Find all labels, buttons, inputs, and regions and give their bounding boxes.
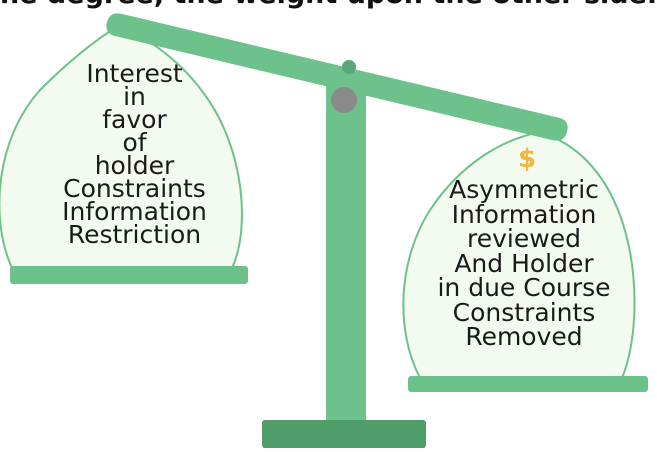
scale-base xyxy=(262,420,426,448)
left-pan-text: Interest in favor of holder Constraints … xyxy=(27,59,242,249)
pivot-knob xyxy=(331,87,357,113)
right-pan-line: Removed xyxy=(465,322,583,351)
left-pan-line: Information xyxy=(62,197,207,226)
scale-pillar xyxy=(326,80,366,425)
right-pan-line: Information xyxy=(451,199,597,229)
scale-beam xyxy=(106,13,568,141)
right-pan-line: And Holder xyxy=(454,248,594,278)
left-pan-line: Interest xyxy=(86,59,183,88)
right-pan-text: Asymmetric Information reviewed And Hold… xyxy=(415,175,633,351)
left-pan-line: in xyxy=(123,82,146,111)
right-pan-line: Constraints xyxy=(452,297,596,327)
left-pan-line: favor xyxy=(102,105,167,134)
beam-top-knob xyxy=(342,60,356,74)
right-pan-base xyxy=(408,376,648,392)
right-pan-line: reviewed xyxy=(467,224,581,253)
caption-text: ne degree, the weight upon the other sid… xyxy=(0,0,657,8)
left-pan-line: holder xyxy=(94,151,175,180)
right-pan-line: Asymmetric xyxy=(449,175,599,204)
left-pan-base xyxy=(10,266,248,284)
left-pan-line: Restriction xyxy=(67,220,202,249)
left-pan-line: Constraints xyxy=(63,174,206,203)
dollar-icon: $ xyxy=(518,144,537,174)
right-pan-line: in due Course xyxy=(437,273,611,302)
left-pan-line: of xyxy=(122,128,147,157)
